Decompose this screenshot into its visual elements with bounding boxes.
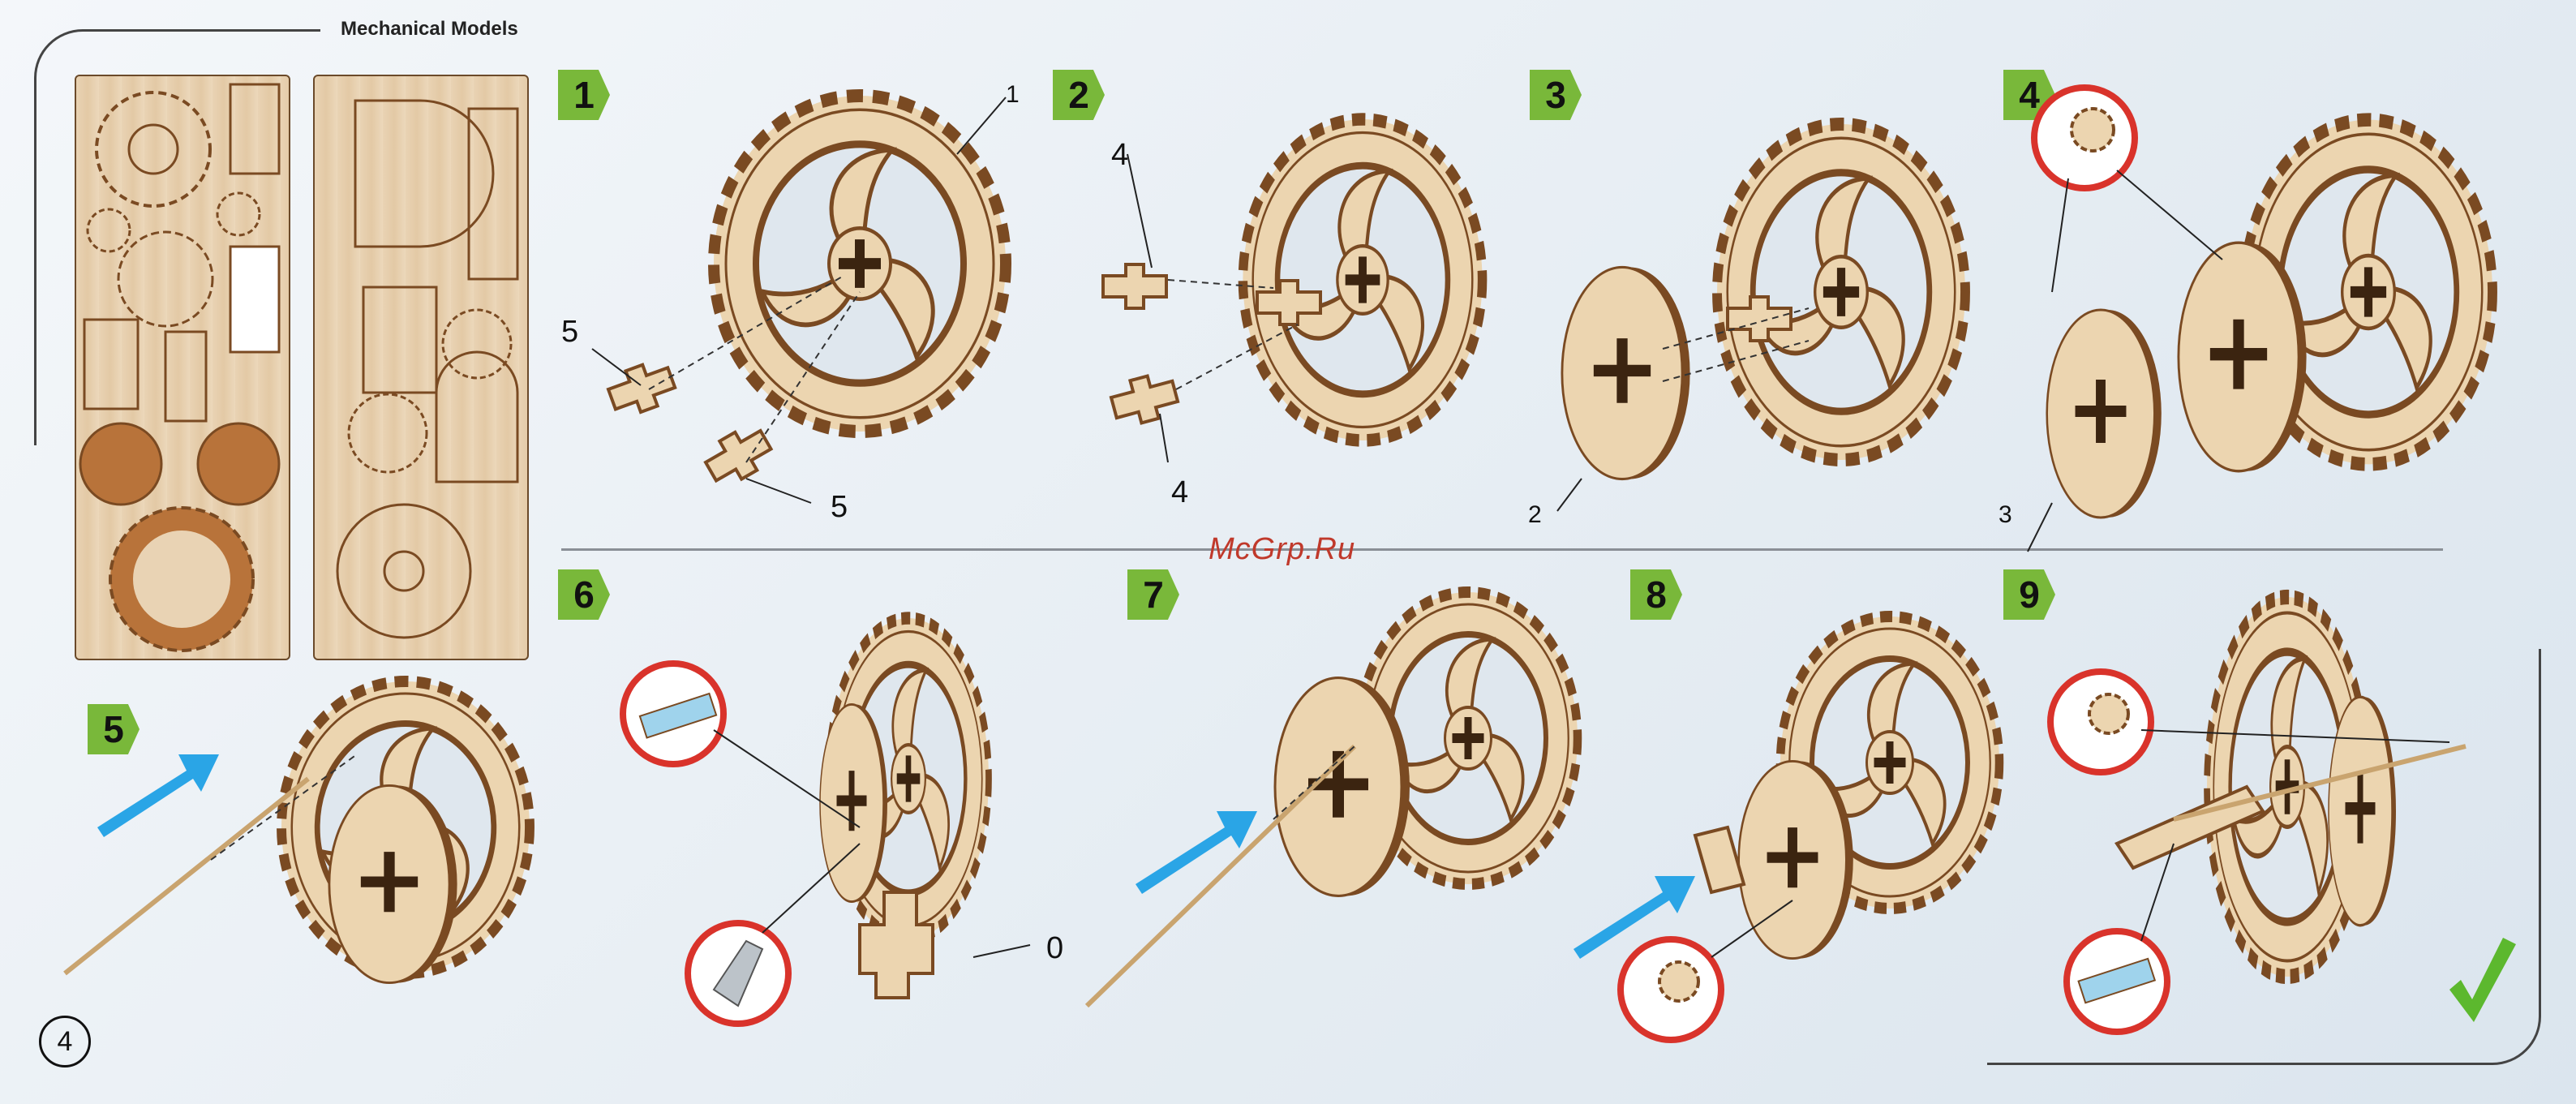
page-number: 4 [39, 1016, 91, 1067]
step-9-illustration [2044, 568, 2498, 1055]
parts-sheet-2-drawing [315, 76, 527, 659]
step-2-callout-part-4b: 4 [1171, 475, 1188, 510]
step-8-illustration [1574, 600, 2028, 1055]
step-4-illustration [2020, 81, 2539, 543]
parts-sheet-1 [75, 75, 290, 660]
step-3-illustration [1541, 105, 2011, 527]
parts-sheet-1-drawing [76, 76, 289, 659]
step-5-illustration [49, 665, 568, 1006]
completion-check-icon [2446, 938, 2519, 1027]
step-2-callout-part-4a: 4 [1111, 138, 1128, 173]
step-1-callout-part-1: 1 [1006, 81, 1020, 109]
step-4-callout-part-3: 3 [1999, 501, 2012, 529]
step-6-callout-part-0: 0 [1046, 931, 1063, 966]
series-title: Mechanical Models [341, 18, 518, 41]
step-7-illustration [1087, 568, 1622, 1022]
parts-sheet-2 [313, 75, 529, 660]
step-2-illustration [1087, 105, 1525, 511]
step-3-callout-part-2: 2 [1528, 501, 1542, 529]
row-divider [561, 548, 2443, 551]
step-1-illustration [568, 81, 1054, 535]
step-1-callout-part-5b: 5 [831, 490, 848, 525]
watermark: McGrp.Ru [1209, 532, 1355, 567]
step-1-callout-part-5a: 5 [561, 315, 578, 350]
step-6-illustration [592, 568, 1095, 1055]
